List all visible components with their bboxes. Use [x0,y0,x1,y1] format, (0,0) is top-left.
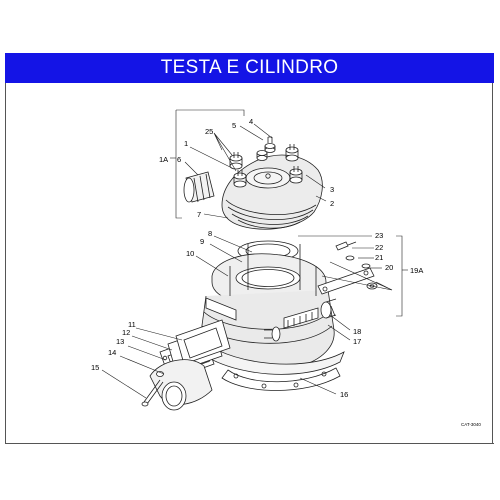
callout-labels: 4 5 25 1 6 1A 3 2 7 8 9 10 23 22 21 20 1… [91,117,481,427]
callout-10: 10 [186,249,194,258]
callout-12: 12 [122,328,130,337]
callout-13: 13 [116,337,124,346]
callout-3: 3 [330,185,334,194]
callout-16: 16 [340,390,348,399]
leader-lines [101,109,408,399]
callout-9: 9 [200,237,204,246]
callout-15: 15 [91,363,99,372]
head-pipe [183,171,215,203]
callout-17: 17 [353,337,361,346]
diagram-frame [5,83,493,444]
intake-assembly [141,319,231,411]
callout-21: 21 [375,253,383,262]
callout-18: 18 [353,327,361,336]
callout-6: 6 [177,155,181,164]
callout-4: 4 [249,117,253,126]
valve-bracket [317,241,378,295]
callout-5: 5 [232,121,236,130]
callout-1: 1 [184,139,188,148]
callout-group-1a: 1A [159,155,168,164]
callout-22: 22 [375,243,383,252]
callout-7: 7 [197,210,201,219]
cylinder-body [185,244,345,391]
frame-bottom-rule [5,443,494,444]
callout-2: 2 [330,199,334,208]
page-title: TESTA E CILINDRO [5,53,494,83]
head-nuts [229,144,303,188]
callout-25: 25 [205,127,213,136]
callout-group-19a: 19A [410,266,423,275]
callout-11: 11 [128,320,136,329]
drawing-code: CAT-3040 [461,422,481,427]
callout-14: 14 [108,348,116,357]
callout-8: 8 [208,229,212,238]
bleed-screw [264,136,276,153]
side-bolts [264,298,337,342]
callout-20: 20 [385,263,393,272]
callout-23: 23 [375,231,383,240]
